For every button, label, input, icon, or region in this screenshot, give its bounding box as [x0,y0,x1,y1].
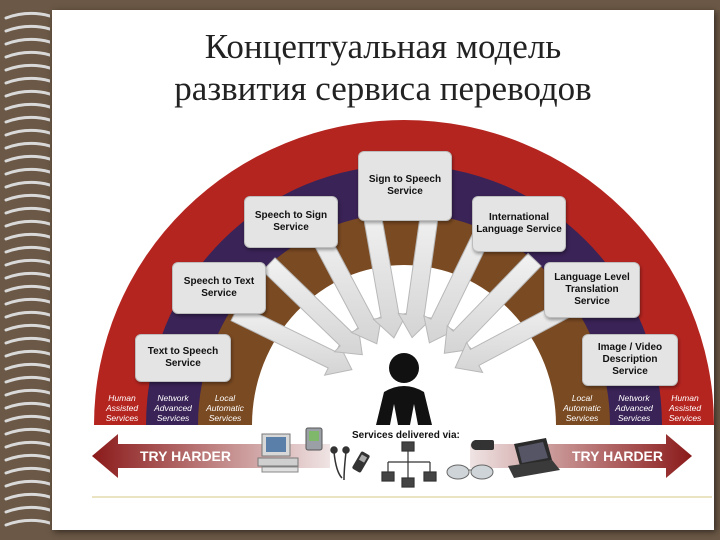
binder-ring [4,349,50,358]
binder-ring [4,102,50,111]
image-video-description-service-box: Image / Video Description Service [582,334,678,386]
binder-ring [4,466,50,475]
binder-ring [4,76,50,85]
text-to-speech-service-box: Text to Speech Service [135,334,231,382]
binder-ring [4,115,50,124]
binder-ring [4,258,50,267]
binder-ring [4,219,50,228]
binder-ring [4,63,50,72]
slide-title: Концептуальная модель развития сервиса п… [52,26,714,110]
video-camera-icon [471,440,494,450]
binder-ring [4,414,50,423]
band-label-network-right: Network Advanced Services [615,393,653,423]
binder-ring [4,375,50,384]
band-label-local-left: Local Automatic Services [206,393,244,423]
desktop-computer-icon [257,433,299,473]
binder-ring [4,505,50,514]
service-arrows [230,207,575,376]
mobile-phone-icon [352,451,370,473]
binder-ring [4,180,50,189]
sign-to-speech-service-box: Sign to Speech Service [358,151,452,221]
binder-ring [4,271,50,280]
binder-ring [4,401,50,410]
pda-icon [305,427,323,451]
binder-ring [4,388,50,397]
person-icon [376,353,432,425]
title-line-1: Концептуальная модель [204,27,562,66]
binder-ring [4,37,50,46]
binder-ring [4,362,50,371]
binder-ring [4,232,50,241]
speech-to-sign-service-box: Speech to Sign Service [244,196,338,248]
binder-ring [4,89,50,98]
glasses-icon [446,464,494,480]
binder-ring [4,24,50,33]
binder-ring [4,336,50,345]
binder-ring [4,245,50,254]
binder-ring [4,167,50,176]
binder-ring [4,193,50,202]
binder-ring [4,50,50,59]
network-icon [381,441,437,488]
binder-ring [4,440,50,449]
title-line-2: развития сервиса переводов [174,69,592,108]
try-harder-right-label: TRY HARDER [572,448,664,464]
services-delivered-label: Services delivered via: [352,430,460,441]
binder-ring [4,427,50,436]
binder-ring [4,518,50,527]
binder-ring [4,154,50,163]
binder-rings [4,11,50,527]
international-language-service-box: International Language Service [472,196,566,252]
binder-ring [4,453,50,462]
binder-ring [4,297,50,306]
laptop-icon [508,438,560,478]
try-harder-left-label: TRY HARDER [140,448,232,464]
binder-ring [4,479,50,488]
speech-to-text-service-box: Speech to Text Service [172,262,266,314]
band-label-network-left: Network Advanced Services [154,393,192,423]
language-level-translation-service-box: Language Level Translation Service [544,262,640,318]
binder-ring [4,141,50,150]
band-label-human-left: Human Assisted Services [105,393,139,423]
binder-ring [4,284,50,293]
binder-ring [4,323,50,332]
binder-ring [4,206,50,215]
band-label-local-right: Local Automatic Services [563,393,601,423]
binder-ring [4,310,50,319]
binder-ring [4,492,50,501]
earphones-icon [330,446,350,481]
band-label-human-right: Human Assisted Services [668,393,702,423]
binder-ring [4,11,50,20]
binder-ring [4,128,50,137]
